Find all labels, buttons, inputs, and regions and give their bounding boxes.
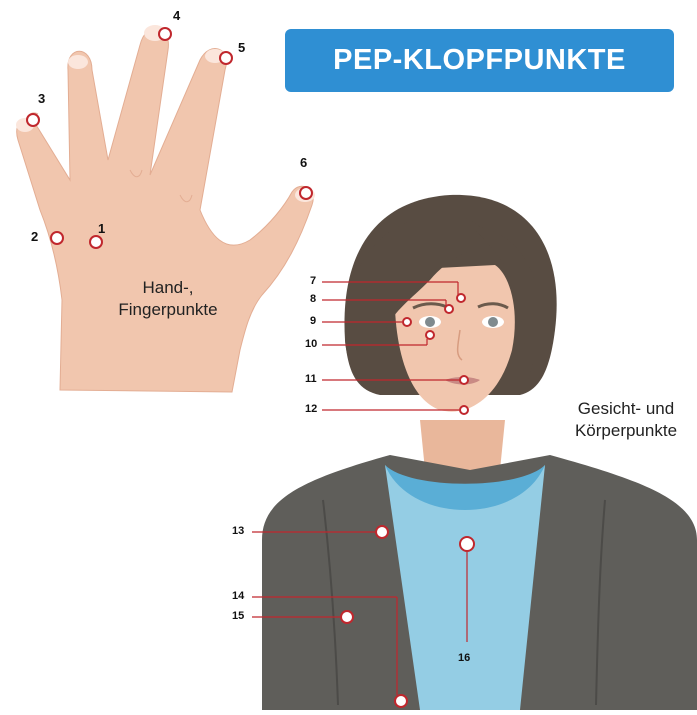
label-point-11: 11 [305, 373, 317, 385]
label-point-2: 2 [31, 229, 38, 244]
hand-illustration [16, 25, 315, 392]
marker-point-13 [376, 526, 388, 538]
marker-point-9 [403, 318, 411, 326]
label-point-16: 16 [458, 652, 470, 664]
hand-caption-line-2: Fingerpunkte [68, 299, 268, 321]
hand-caption-line-1: Hand-, [68, 277, 268, 299]
marker-point-5 [220, 52, 232, 64]
label-point-6: 6 [300, 155, 307, 170]
label-point-1: 1 [98, 221, 105, 236]
label-point-5: 5 [238, 40, 245, 55]
page-title: PEP-KLOPFPUNKTE [333, 44, 626, 77]
title-banner: PEP-KLOPFPUNKTE [285, 29, 674, 92]
marker-point-14 [395, 695, 407, 707]
marker-point-3 [27, 114, 39, 126]
hand-caption: Hand-, Fingerpunkte [68, 277, 268, 321]
label-point-14: 14 [232, 590, 244, 602]
face-caption: Gesicht- und Körperpunkte [560, 398, 692, 442]
label-point-9: 9 [310, 315, 316, 327]
marker-point-11 [460, 376, 468, 384]
label-point-15: 15 [232, 610, 244, 622]
marker-point-10 [426, 331, 434, 339]
label-point-8: 8 [310, 293, 316, 305]
label-point-10: 10 [305, 338, 317, 350]
marker-point-1 [90, 236, 102, 248]
marker-point-4 [159, 28, 171, 40]
marker-point-2 [51, 232, 63, 244]
marker-point-15 [341, 611, 353, 623]
label-point-3: 3 [38, 91, 45, 106]
label-point-4: 4 [173, 8, 180, 23]
label-point-12: 12 [305, 403, 317, 415]
marker-point-7 [457, 294, 465, 302]
marker-point-16 [460, 537, 474, 551]
marker-point-12 [460, 406, 468, 414]
face-caption-line-1: Gesicht- und [560, 398, 692, 420]
label-point-13: 13 [232, 525, 244, 537]
face-caption-line-2: Körperpunkte [560, 420, 692, 442]
marker-point-6 [300, 187, 312, 199]
woman-illustration [262, 195, 697, 710]
marker-point-8 [445, 305, 453, 313]
label-point-7: 7 [310, 275, 316, 287]
